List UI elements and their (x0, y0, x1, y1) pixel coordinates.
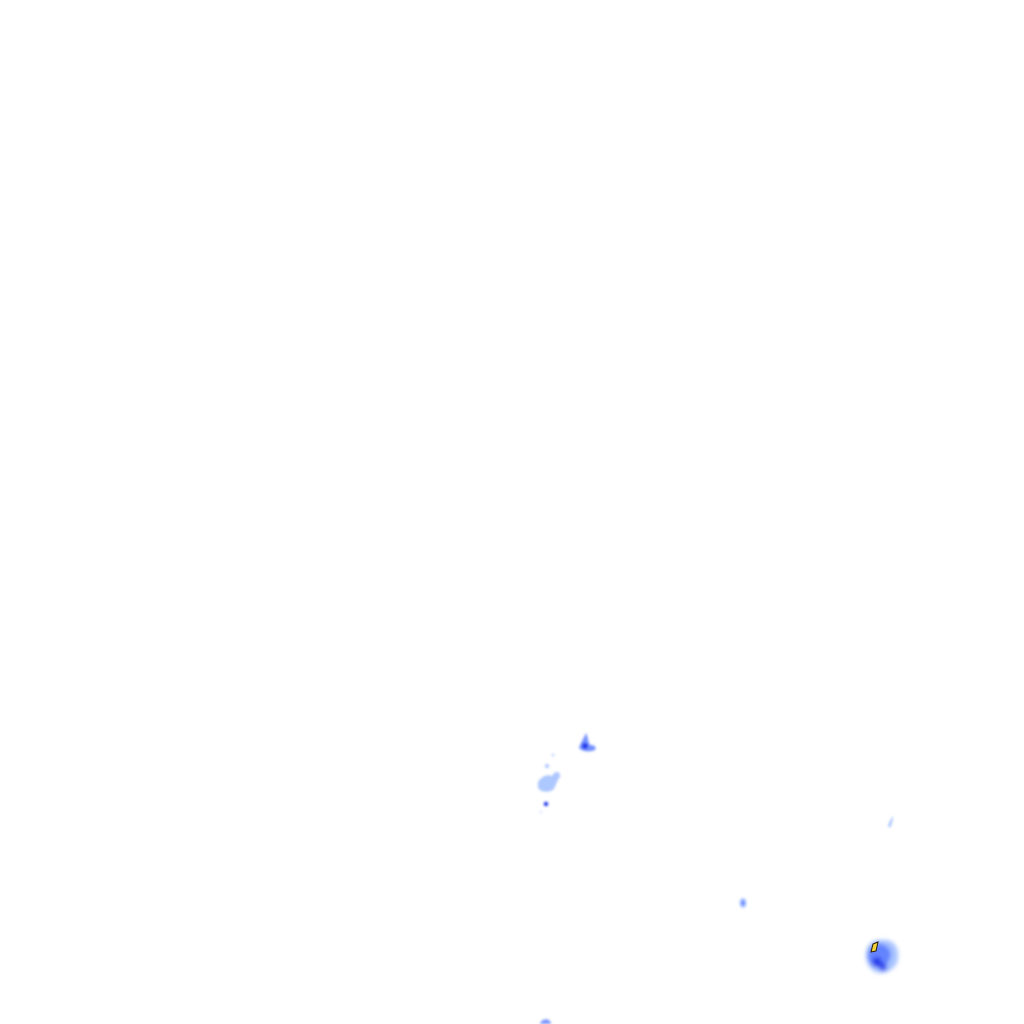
echo-fleck (540, 811, 542, 813)
echo-heavy (879, 963, 887, 971)
echo-fleck (545, 764, 549, 768)
cluster-bottom-edge (540, 1019, 551, 1024)
echo-core (582, 743, 588, 749)
cluster-south-center (739, 898, 747, 908)
echo-shape (888, 816, 893, 828)
echo-intense-cell (870, 941, 879, 953)
echo-shape (540, 1019, 551, 1024)
echo-shape (538, 771, 561, 792)
echo-heavy (872, 957, 882, 967)
cluster-north (551, 733, 596, 757)
cluster-central (538, 764, 561, 813)
cluster-southeast-storm (866, 939, 899, 973)
echo-core (741, 900, 745, 906)
cluster-east-small (888, 816, 893, 828)
echo-fleck (543, 801, 549, 807)
echo-fleck (551, 753, 555, 757)
